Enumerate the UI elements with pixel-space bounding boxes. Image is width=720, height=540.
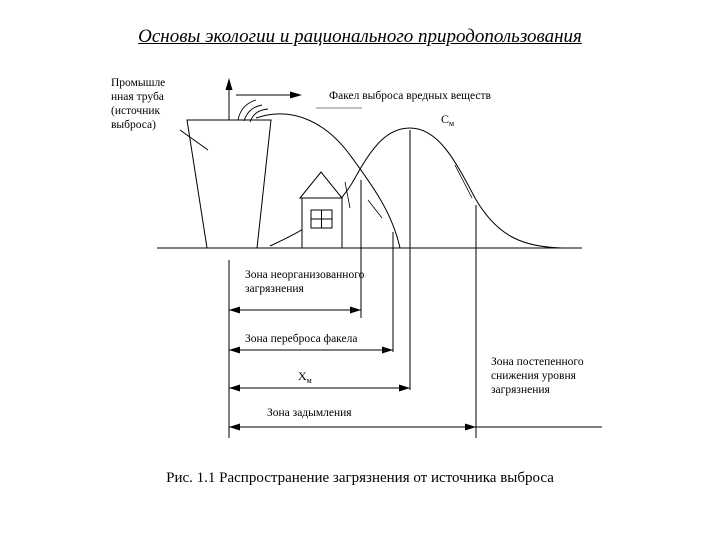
wind-arrowhead: [290, 91, 302, 99]
xm-label: Хм: [298, 369, 312, 385]
zone-transfer-label: Зона переброса факела: [245, 333, 358, 345]
smoke-wisp: [237, 99, 257, 121]
curve-marker: [367, 199, 383, 219]
chimney-pointer: [179, 129, 209, 151]
zone-smoke-label: Зона задымления: [267, 407, 352, 419]
smoke-wisp: [249, 108, 269, 123]
curve-marker: [454, 164, 473, 199]
pipe-label: Промышле нная труба (источник выброса): [111, 77, 166, 131]
curve-marker: [344, 181, 351, 209]
page-title: Основы экологии и рационального природоп…: [138, 26, 582, 47]
zone-unorganized-label: Зона неорганизованного загрязнения: [245, 269, 365, 295]
chimney: [186, 119, 272, 249]
vertical-axis-arrowhead: [225, 78, 233, 90]
zone-gradual-label: Зона постепенного снижения уровня загряз…: [491, 356, 584, 396]
smoke-wisp: [243, 104, 263, 122]
figure-caption: Рис. 1.1 Распространение загрязнения от …: [166, 470, 554, 486]
plume-curve: [255, 113, 401, 249]
plume-label: Факел выброса вредных веществ: [329, 90, 491, 102]
cm-label: См: [441, 112, 455, 128]
house-roof: [298, 171, 344, 199]
